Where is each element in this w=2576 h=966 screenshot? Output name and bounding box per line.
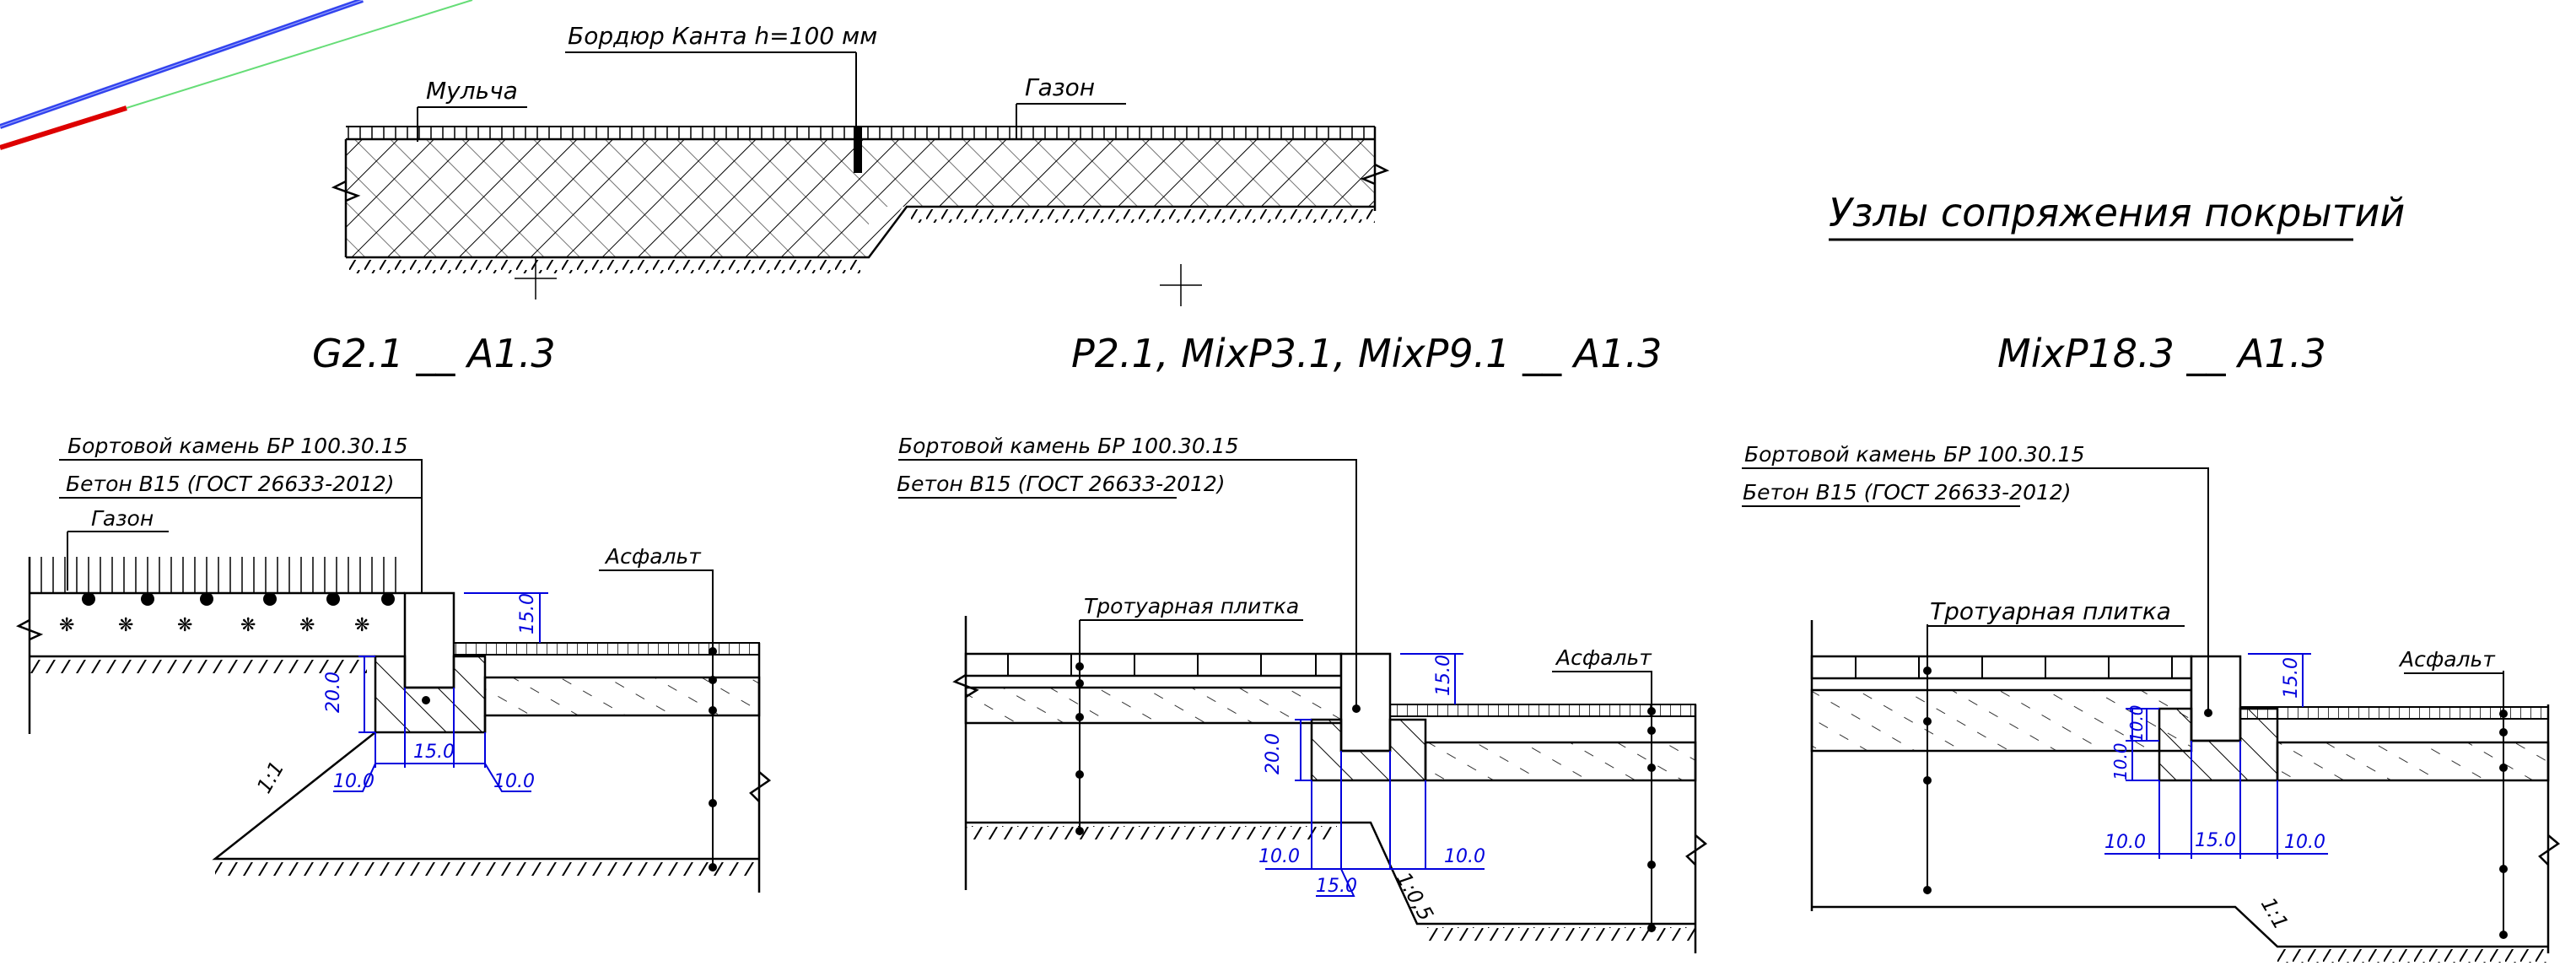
heading-detail-3: MixP18.3 __ A1.3 [1997,331,2326,376]
dim-base-height-1: 20.0 [323,672,344,713]
dim-curb-top-2: 15.0 [1433,655,1454,696]
dim-base-left2-3: 10.0 [2126,704,2147,742]
svg-text:❋: ❋ [354,615,369,636]
svg-text:❋: ❋ [299,615,315,636]
svg-text:❋: ❋ [59,615,74,636]
label-mulch: Мульча [426,77,518,105]
top-section-detail: Бордюр Канта h=100 мм Мульча Газон [331,22,1390,306]
slope-3: 1:1 [2256,893,2293,933]
svg-text:❋: ❋ [118,615,133,636]
label-concrete-2: Бетон B15 (ГОСТ 26633-2012) [897,472,1226,496]
label-curb-2: Бортовой камень БР 100.30.15 [898,434,1239,458]
heading-detail-1: G2.1 __ A1.3 [312,331,556,376]
slope-1: 1:1 [252,758,289,797]
dim-left-3: 10.0 [2104,832,2146,853]
detail-2: Бортовой камень БР 100.30.15 Бетон B15 (… [897,434,1708,953]
label-lawn-1: Газон [91,506,154,531]
label-lawn-top: Газон [1025,73,1095,101]
dim-left-2: 10.0 [1258,846,1300,867]
dim-base-height-2: 20.0 [1263,733,1284,774]
label-concrete-3: Бетон B15 (ГОСТ 26633-2012) [1743,480,2072,505]
slope-2: 1:0,5 [1392,868,1438,925]
ucs-axis-icon [0,0,473,150]
dim-right-3: 10.0 [2284,832,2325,853]
dim-left-1: 10.0 [333,771,375,792]
svg-text:❋: ❋ [177,615,192,636]
label-asphalt-1: Асфальт [604,544,702,569]
detail-3: Бортовой камень БР 100.30.15 Бетон B15 (… [1742,442,2561,963]
dim-right-1: 10.0 [493,771,535,792]
label-curb-1: Бортовой камень БР 100.30.15 [67,434,408,458]
label-asphalt-3: Асфальт [2398,647,2496,672]
label-asphalt-2: Асфальт [1555,645,1652,670]
dim-base-left1-3: 10.0 [2110,742,2131,780]
dim-curb-top-1: 15.0 [517,593,538,634]
svg-text:❋: ❋ [240,615,256,636]
detail-1: ❋ ❋ ❋ ❋ ❋ ❋ Бортовой камень БР 100.30.15 Бе… [16,434,772,893]
dim-curb-top-3: 15.0 [2281,657,2302,699]
dim-mid-1: 15.0 [413,742,455,763]
heading-detail-2: P2.1, MixP3.1, MixP9.1 __ A1.3 [1071,331,1662,376]
dim-mid-2: 15.0 [1316,876,1357,897]
label-curb-3: Бортовой камень БР 100.30.15 [1744,442,2085,467]
dim-mid-3: 15.0 [2195,830,2236,851]
label-tile-3: Тротуарная плитка [1930,597,2171,625]
label-curb-top: Бордюр Канта h=100 мм [568,22,877,50]
label-concrete-1: Бетон B15 (ГОСТ 26633-2012) [66,472,395,496]
label-tile-2: Тротуарная плитка [1084,594,1299,618]
dim-right-2: 10.0 [1444,846,1485,867]
sheet-title: Узлы сопряжения покрытий [1829,190,2405,235]
